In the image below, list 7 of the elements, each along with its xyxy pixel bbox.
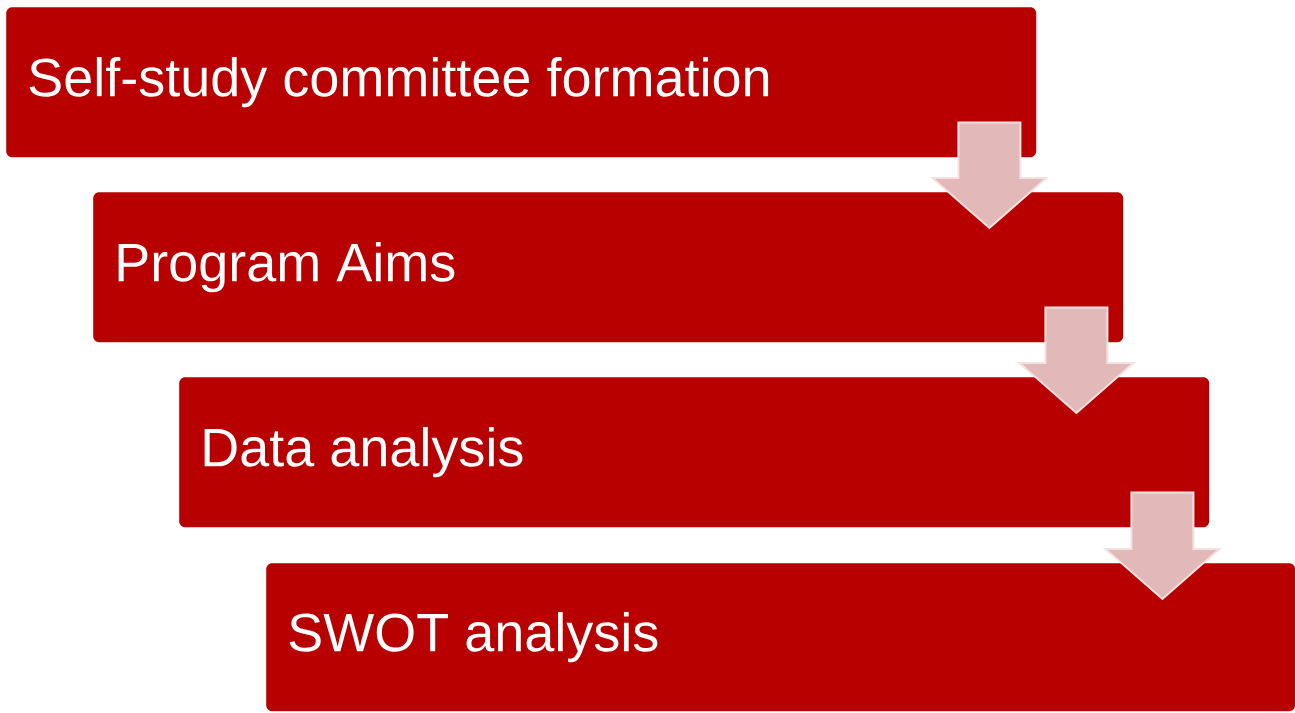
- arrow: [1016, 306, 1137, 415]
- process-box: SWOT analysis: [266, 563, 1295, 712]
- arrow: [1102, 491, 1223, 601]
- arrow: [929, 121, 1050, 230]
- process-box: Data analysis: [179, 377, 1210, 528]
- process-box: Self-study committee formation: [6, 7, 1037, 158]
- process-box: Program Aims: [93, 192, 1124, 343]
